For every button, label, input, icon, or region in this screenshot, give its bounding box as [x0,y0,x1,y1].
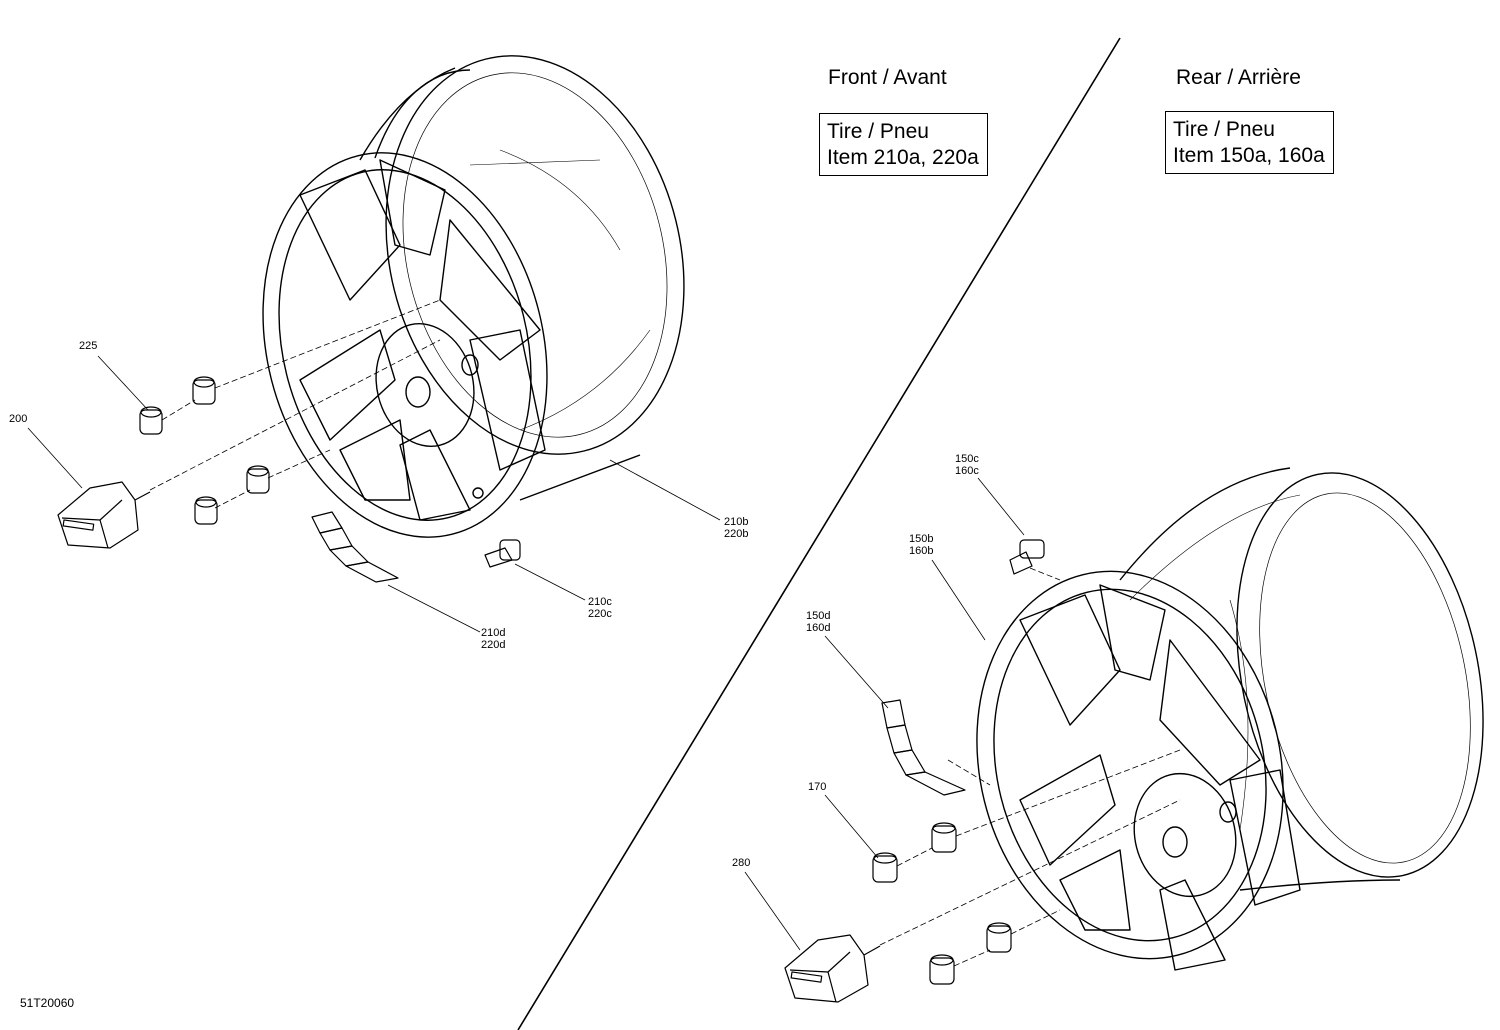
part-label-220c-text: 220c [588,608,612,620]
part-label-160d-text: 160d [806,622,831,634]
part-label-210c: 210c 220c [588,596,612,620]
part-label-150c-text: 150c [955,453,979,465]
part-label-200: 200 [9,413,28,425]
part-label-150b-text: 150b [909,533,934,545]
rear-balance-weights [881,699,966,796]
front-center-cap [57,481,151,549]
part-label-210d-text: 210d [481,627,506,639]
part-label-150c: 150c 160c [955,453,979,477]
rear-leader-lines [744,477,1025,951]
part-label-220d-text: 220d [481,639,506,651]
rear-valve-stem [1009,539,1045,575]
rear-alignment-lines [879,567,1181,967]
rear-section-title: Rear / Arrière [1176,66,1301,89]
front-alignment-lines [149,299,441,509]
part-label-150d: 150d 160d [806,610,830,634]
part-label-210c-text: 210c [588,596,612,608]
rear-tire-callout-line1: Tire / Pneu [1173,118,1275,141]
rear-center-cap [784,934,881,1003]
part-label-150d-text: 150d [806,610,831,622]
part-label-210b-text: 210b [724,516,749,528]
part-label-210b: 210b 220b [724,516,748,540]
divider-line [517,37,1121,1030]
rear-tire-callout-box: Tire / Pneu Item 150a, 160a [1165,111,1334,174]
part-label-150b: 150b 160b [909,533,933,557]
front-balance-weights [311,511,399,583]
front-valve-stem [484,539,521,568]
part-label-210d: 210d 220d [481,627,505,651]
part-label-160b-text: 160b [909,545,934,557]
front-tire-callout-line2: Item 210a, 220a [827,146,979,169]
front-wheel-rim [262,55,685,538]
front-leader-lines [27,355,721,633]
drawing-code: 51T20060 [20,996,75,1010]
front-lug-nuts [139,376,270,525]
front-section-title: Front / Avant [828,66,947,89]
front-tire-callout-box: Tire / Pneu Item 210a, 220a [819,113,988,176]
part-label-280: 280 [732,857,751,869]
rear-wheel-rim [976,467,1484,971]
part-label-170: 170 [808,781,827,793]
part-label-225: 225 [79,340,98,352]
rear-lug-nuts [872,822,1012,985]
part-label-220b-text: 220b [724,528,749,540]
part-label-160c-text: 160c [955,465,979,477]
rear-tire-callout-line2: Item 150a, 160a [1173,144,1325,167]
front-tire-callout-line1: Tire / Pneu [827,120,929,143]
